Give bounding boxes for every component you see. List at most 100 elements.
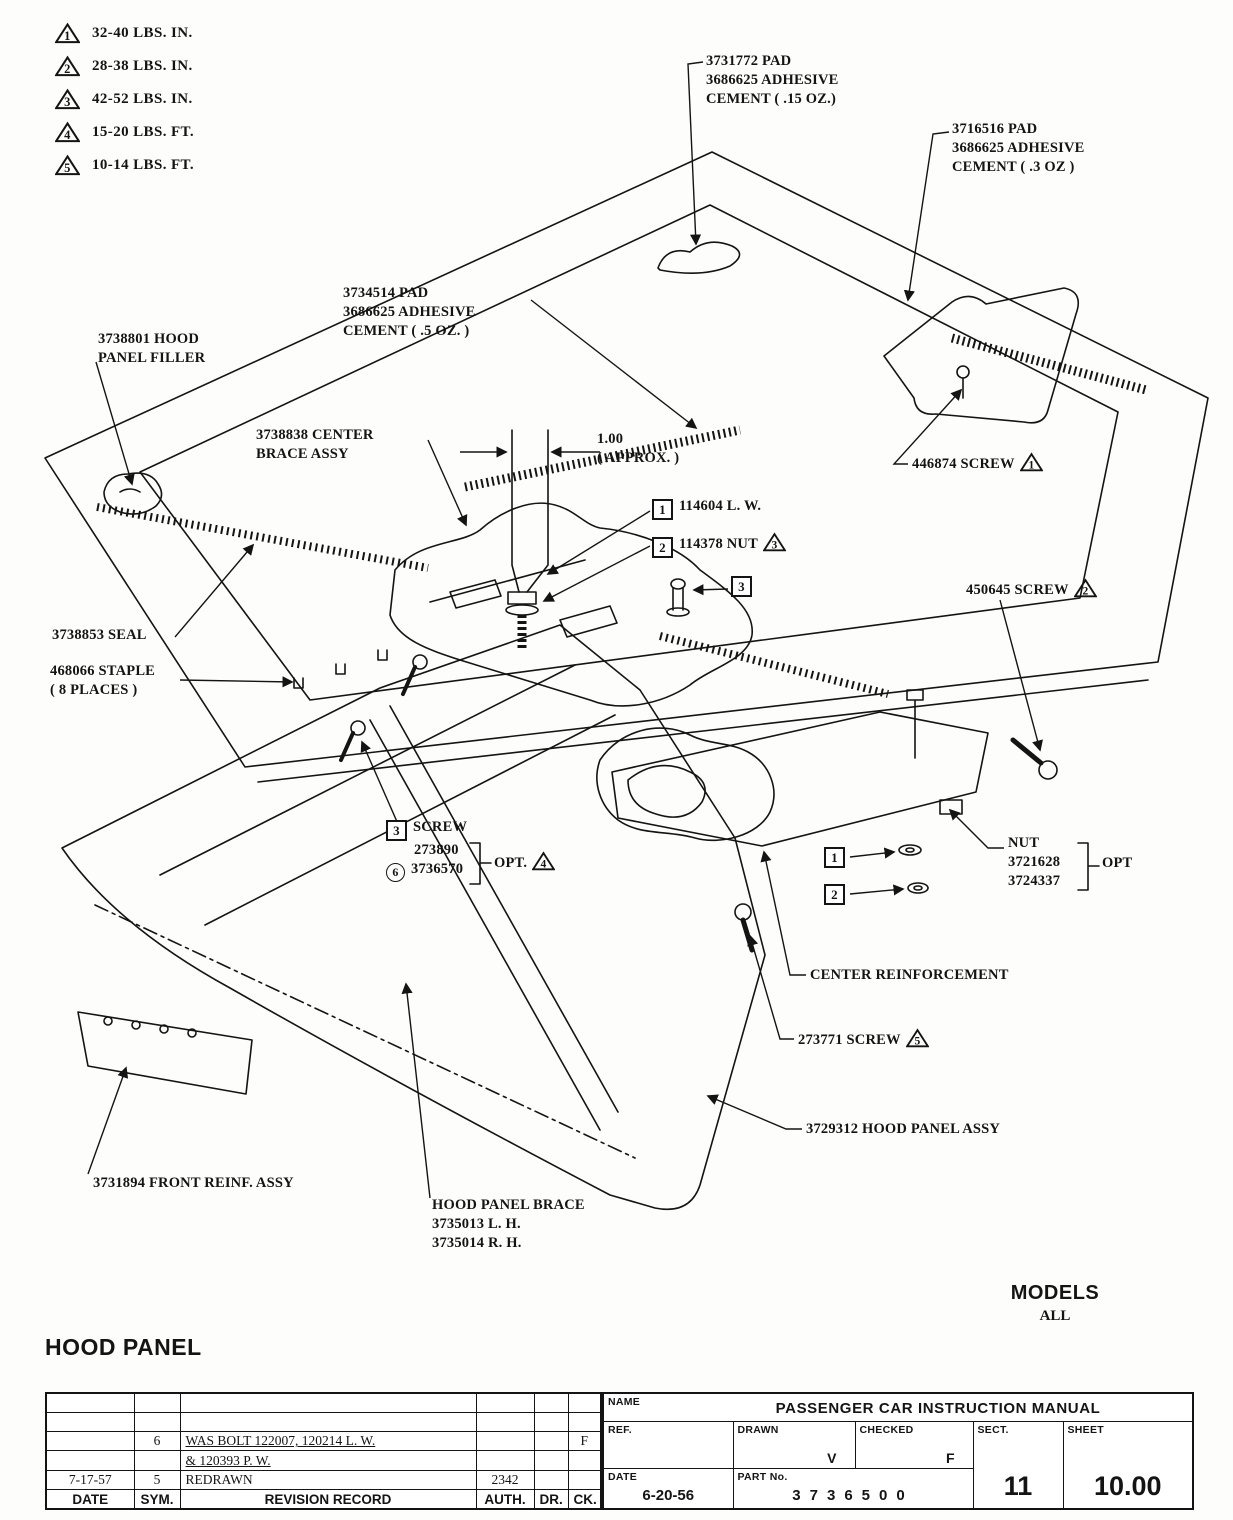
torque-triangle-icon: 3 xyxy=(762,532,787,552)
cell xyxy=(45,1392,135,1413)
callout-text: 450645 SCREW xyxy=(966,582,1069,598)
revision-row: & 120393 P. W. xyxy=(45,1450,602,1471)
date-label: DATE xyxy=(608,1470,638,1483)
callout-line: PANEL FILLER xyxy=(98,350,206,366)
models-block: MODELS ALL xyxy=(985,1282,1125,1325)
torque-triangle-icon: 1 xyxy=(55,22,80,44)
callout-text: NUT xyxy=(1008,835,1040,851)
callout-hood-panel-brace: HOOD PANEL BRACE 3735013 L. H. 3735014 R… xyxy=(432,1196,585,1253)
cell xyxy=(567,1392,602,1413)
drawn-cell: DRAWN V xyxy=(732,1420,856,1469)
callout-line: 3716516 PAD xyxy=(952,121,1038,137)
part-label: PART No. xyxy=(737,1470,788,1483)
cell xyxy=(179,1392,477,1413)
callout-pad-3734514: 3734514 PAD 3686625 ADHESIVE CEMENT ( .5… xyxy=(343,284,476,341)
rev-header-record: REVISION RECORD xyxy=(179,1489,477,1510)
triangle-number: 4 xyxy=(64,128,71,142)
legend-text: 32-40 LBS. IN. xyxy=(92,24,193,41)
callout-hood-panel-assy: 3729312 HOOD PANEL ASSY xyxy=(806,1120,1000,1139)
dimension-note: ( APPROX. ) xyxy=(597,450,680,466)
torque-triangle-icon: 1 xyxy=(1019,452,1044,472)
cell xyxy=(533,1411,569,1433)
title-block: 6 WAS BOLT 122007, 120214 L. W. F & 1203… xyxy=(45,1392,1195,1510)
part-number: 273890 xyxy=(414,842,459,858)
date-value: 6-20-56 xyxy=(642,1487,695,1504)
torque-triangle-icon: 2 xyxy=(55,55,80,77)
models-label: MODELS xyxy=(1010,1282,1100,1304)
callout-screw-group-opt: OPT.4 xyxy=(494,851,556,873)
part-number: 3724337 xyxy=(1008,873,1061,889)
rev-header-dr: DR. xyxy=(533,1489,569,1510)
sheet-value: 10.00 xyxy=(1093,1471,1162,1501)
callout-line: 6 3736570 xyxy=(386,860,467,882)
cell xyxy=(475,1411,535,1433)
callout-text: 114604 L. W. xyxy=(679,498,762,514)
drawing-info-table: NAME PASSENGER CAR INSTRUCTION MANUAL RE… xyxy=(602,1392,1195,1510)
cell xyxy=(133,1392,181,1413)
manual-name: PASSENGER CAR INSTRUCTION MANUAL xyxy=(775,1400,1101,1417)
callout-text: 114378 NUT xyxy=(679,536,758,552)
cell xyxy=(475,1392,535,1413)
torque-legend: 1 32-40 LBS. IN. 2 28-38 LBS. IN. 3 42-5… xyxy=(55,22,194,187)
checked-value: F xyxy=(945,1449,955,1466)
rev-record-cell: WAS BOLT 122007, 120214 L. W. xyxy=(179,1431,477,1452)
item-number-box: 3 xyxy=(386,820,407,841)
callout-front-reinf-assy: 3731894 FRONT REINF. ASSY xyxy=(93,1174,294,1193)
item-number-box: 3 xyxy=(731,576,752,597)
legend-text: 10-14 LBS. FT. xyxy=(92,156,195,173)
rev-record-cell: REDRAWN xyxy=(179,1469,477,1491)
rev-auth-cell: 2342 xyxy=(475,1469,535,1491)
item-number-box: 2 xyxy=(652,537,673,558)
callout-nut-group: NUT 3721628 3724337 xyxy=(1008,834,1060,891)
callout-text: 3738853 SEAL xyxy=(52,627,147,643)
callout-hood-panel-filler: 3738801 HOOD PANEL FILLER xyxy=(98,330,205,368)
ref-label: REF. xyxy=(608,1423,632,1436)
rev-header-ck: CK. xyxy=(567,1489,602,1510)
sect-cell: SECT. 11 xyxy=(972,1420,1064,1510)
rev-header-sym: SYM. xyxy=(133,1489,181,1510)
callout-line: HOOD PANEL BRACE xyxy=(432,1197,585,1213)
triangle-number: 3 xyxy=(64,95,71,109)
callout-line: 3738801 HOOD xyxy=(98,331,200,347)
legend-item: 2 28-38 LBS. IN. xyxy=(55,55,194,77)
date-cell: DATE 6-20-56 xyxy=(602,1467,734,1510)
torque-triangle-icon: 4 xyxy=(55,121,80,143)
rev-ck-cell xyxy=(567,1469,602,1491)
torque-triangle-icon: 3 xyxy=(55,88,80,110)
callout-pad-3716516: 3716516 PAD 3686625 ADHESIVE CEMENT ( .3… xyxy=(952,120,1085,177)
callout-text: SCREW xyxy=(413,819,468,835)
torque-triangle-icon: 2 xyxy=(1073,578,1098,598)
callout-center-brace-assy: 3738838 CENTER BRACE ASSY xyxy=(256,426,374,464)
item-number-box: 1 xyxy=(824,847,845,868)
drawn-value: V xyxy=(827,1449,837,1466)
rev-ck-cell: F xyxy=(567,1431,602,1452)
callout-text: 3731894 FRONT REINF. ASSY xyxy=(93,1175,294,1191)
revision-header-row: DATE SYM. REVISION RECORD AUTH. DR. CK. xyxy=(45,1489,602,1510)
item-number-circle: 6 xyxy=(386,863,405,882)
sheet-cell: SHEET 10.00 xyxy=(1062,1420,1194,1510)
rev-auth-cell xyxy=(475,1450,535,1471)
item-number-box: 1 xyxy=(652,499,673,520)
drawn-label: DRAWN xyxy=(737,1423,779,1436)
rev-auth-cell xyxy=(475,1431,535,1452)
name-cell: NAME PASSENGER CAR INSTRUCTION MANUAL xyxy=(602,1392,1194,1422)
callout-line: 3 SCREW xyxy=(386,818,467,841)
callout-line: 3686625 ADHESIVE xyxy=(343,304,476,320)
torque-triangle-icon: 4 xyxy=(531,851,556,871)
revision-row-blank xyxy=(45,1411,602,1433)
revision-row: 6 WAS BOLT 122007, 120214 L. W. F xyxy=(45,1431,602,1452)
legend-item: 5 10-14 LBS. FT. xyxy=(55,154,194,176)
legend-item: 3 42-52 LBS. IN. xyxy=(55,88,194,110)
triangle-number: 4 xyxy=(541,858,547,870)
callout-pad-3731772: 3731772 PAD 3686625 ADHESIVE CEMENT ( .1… xyxy=(706,52,839,109)
part-number: 3736570 xyxy=(411,861,464,877)
callout-line: 3735013 L. H. xyxy=(432,1216,521,1232)
rev-sym-cell xyxy=(133,1450,181,1471)
rev-dr-cell xyxy=(533,1450,569,1471)
triangle-number: 2 xyxy=(1082,585,1088,597)
callout-line: 3738838 CENTER xyxy=(256,427,374,443)
callout-dimension: 1.00 ( APPROX. ) xyxy=(597,430,679,468)
